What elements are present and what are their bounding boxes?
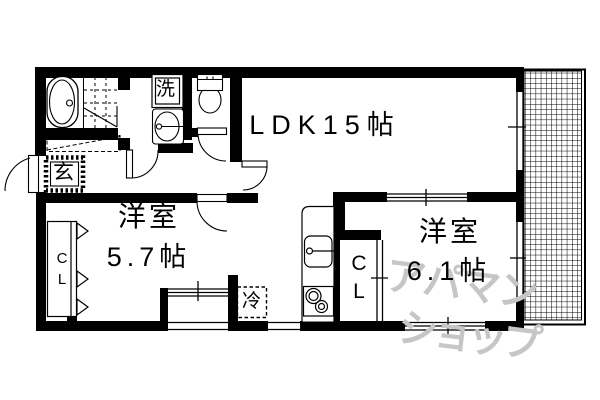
- stove-burners: [302, 285, 335, 317]
- refrigerator-label: 冷: [242, 291, 262, 312]
- washer-label: 洗: [156, 79, 176, 100]
- window-ldk-balcony: [508, 92, 526, 170]
- bathroom-folding-door: [83, 106, 118, 128]
- window-bedroom-b-south: [405, 317, 485, 335]
- bathroom-floor-grid: [83, 77, 118, 128]
- doors: [4, 106, 268, 232]
- room-label-bedroom-a-type: 洋室: [117, 201, 180, 232]
- windows: [168, 92, 526, 335]
- balcony-hatch: [523, 70, 582, 321]
- closet-b-label-c: C: [351, 252, 367, 275]
- entrance-mat: [43, 155, 86, 193]
- shoe-cabinet: [46, 135, 121, 152]
- window-bedroom-b-balcony: [510, 222, 526, 300]
- bedroom-a-door: [196, 193, 228, 232]
- washing-machine: [151, 73, 184, 109]
- toilet: [196, 73, 224, 114]
- entry-door: [4, 154, 40, 194]
- exterior-line-alcove: [168, 321, 228, 331]
- window-bedroom-a: [168, 281, 230, 301]
- closet-a: [46, 220, 90, 318]
- closet-b-label-l: L: [353, 280, 365, 303]
- room-label-bedroom-b-type: 洋室: [418, 216, 481, 247]
- closet-a-label: C L: [50, 248, 74, 290]
- hall-ldk-door: [241, 160, 268, 191]
- washroom-door: [125, 149, 159, 179]
- toilet-door: [196, 127, 228, 162]
- closet-b: [371, 240, 388, 322]
- closet-a-label-l: L: [57, 271, 67, 288]
- refrigerator-space: [236, 286, 268, 319]
- bathtub: [46, 75, 79, 129]
- room-label-ldk: LDK15帖: [249, 110, 401, 140]
- kitchen-counter: [301, 205, 335, 322]
- interior-walls: [36, 67, 524, 331]
- kitchen-sink: [303, 235, 334, 268]
- entrance-label: 玄: [53, 161, 74, 184]
- room-label-bedroom-a-size: 5.7帖: [106, 242, 192, 272]
- closet-a-label-c: C: [56, 250, 68, 267]
- balcony: [523, 68, 586, 326]
- room-label-bedroom-b-size: 6.1帖: [406, 256, 492, 286]
- closet-b-label: C L: [345, 250, 373, 306]
- sliding-door-ldk-bedroom-b: [387, 189, 467, 206]
- vanity-sink: [151, 108, 185, 145]
- window-kitchen-south: [268, 321, 300, 331]
